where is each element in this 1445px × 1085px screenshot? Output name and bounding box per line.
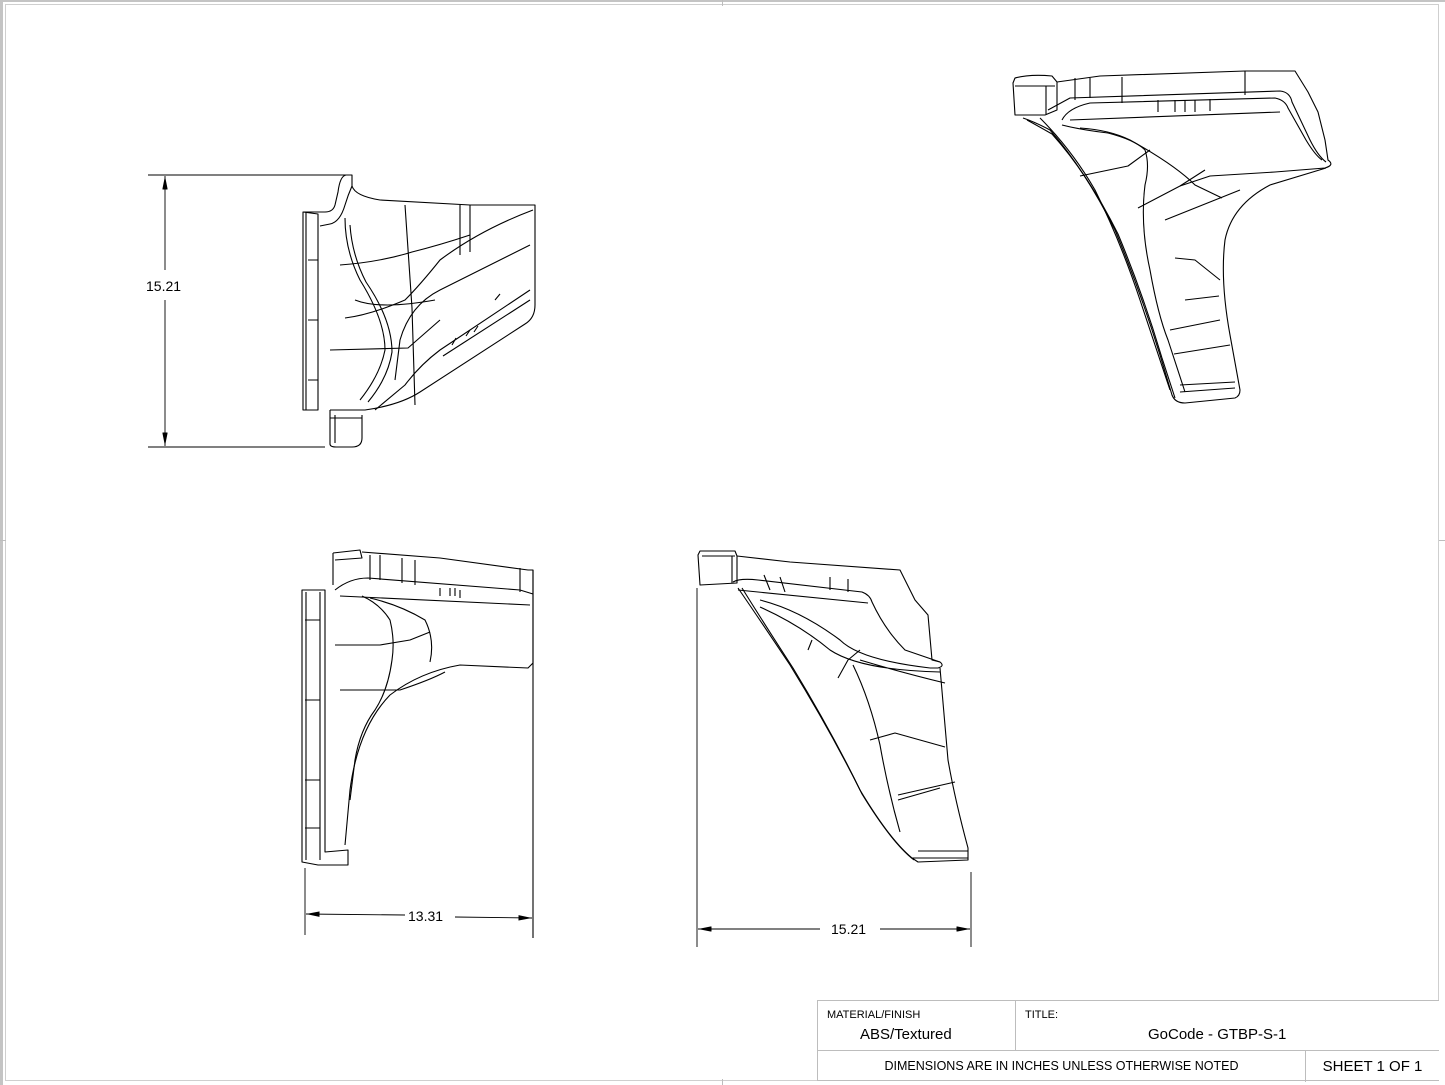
title-block: MATERIAL/FINISH ABS/Textured TITLE: GoCo… — [817, 1000, 1439, 1082]
center-mark-top — [722, 0, 723, 6]
center-mark-bottom — [722, 1079, 723, 1085]
dimension-front-view-width: 13.31 — [406, 908, 446, 924]
dimensions-note: DIMENSIONS ARE IN INCHES UNLESS OTHERWIS… — [818, 1051, 1306, 1082]
title-label: TITLE: — [1025, 1009, 1059, 1021]
side-view — [697, 550, 969, 863]
material-label: MATERIAL/FINISH — [827, 1009, 921, 1021]
material-value: ABS/Textured — [860, 1026, 952, 1043]
dimension-side-view-width: 15.21 — [829, 921, 869, 937]
dimension-top-view-height: 15.21 — [144, 278, 184, 294]
isometric-view — [1012, 70, 1332, 404]
center-mark-right — [1439, 540, 1445, 541]
front-view — [301, 549, 534, 938]
title-value: GoCode - GTBP-S-1 — [1148, 1026, 1287, 1043]
sheet-number: SHEET 1 OF 1 — [1322, 1058, 1423, 1075]
center-mark-left — [0, 540, 6, 541]
title-cell: TITLE: GoCode - GTBP-S-1 — [1016, 1001, 1439, 1050]
top-view — [148, 174, 536, 448]
material-cell: MATERIAL/FINISH ABS/Textured — [818, 1001, 1016, 1050]
